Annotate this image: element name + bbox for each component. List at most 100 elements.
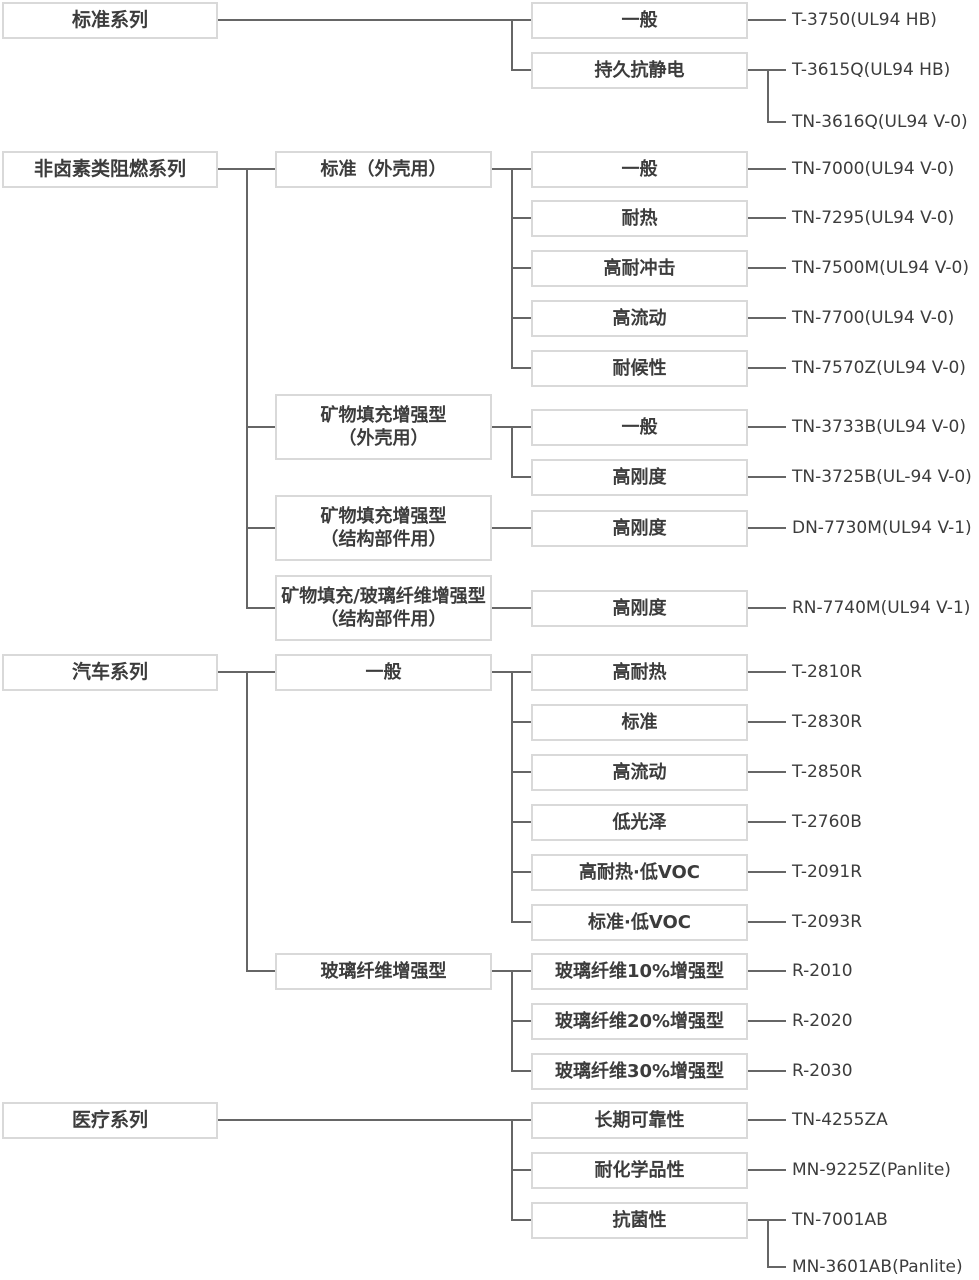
connector-line <box>246 426 275 428</box>
grade-box: 低光泽 <box>531 804 748 841</box>
connector-line <box>767 1266 786 1268</box>
grade-box: 高刚度 <box>531 510 748 547</box>
connector-line <box>748 671 786 673</box>
connector-line <box>246 168 248 609</box>
connector-line <box>511 1169 531 1171</box>
connector-line <box>748 168 786 170</box>
grade-box: 一般 <box>531 151 748 188</box>
product-label: TN-7570Z(UL94 V-0) <box>792 358 966 378</box>
connector-line <box>748 607 786 609</box>
product-label: TN-3616Q(UL94 V-0) <box>792 112 968 132</box>
connector-line <box>748 771 786 773</box>
connector-line <box>748 527 786 529</box>
series-box-medical-series: 医疗系列 <box>2 1102 218 1139</box>
series-box-automotive-series: 汽车系列 <box>2 654 218 691</box>
connector-line <box>748 267 786 269</box>
connector-line <box>218 1119 531 1121</box>
connector-line <box>511 19 513 71</box>
connector-line <box>511 69 531 71</box>
product-label: T-2850R <box>792 762 863 782</box>
connector-line <box>748 217 786 219</box>
product-label: T-2760B <box>792 812 862 832</box>
connector-line <box>748 1169 786 1171</box>
grade-box: 玻璃纤维20%增强型 <box>531 1003 748 1040</box>
product-label: T-2093R <box>792 912 863 932</box>
product-label: TN-3725B(UL-94 V-0) <box>792 467 972 487</box>
connector-line <box>767 1219 769 1268</box>
grade-box: 长期可靠性 <box>531 1102 748 1139</box>
product-label: TN-7700(UL94 V-0) <box>792 308 955 328</box>
connector-line <box>511 921 531 923</box>
grade-box: 高耐热 <box>531 654 748 691</box>
connector-line <box>748 367 786 369</box>
connector-line <box>511 426 513 478</box>
category-box: 标准（外壳用） <box>275 151 492 188</box>
category-box: 一般 <box>275 654 492 691</box>
connector-line <box>511 721 531 723</box>
connector-line <box>511 317 531 319</box>
grade-box: 高耐热·低VOC <box>531 854 748 891</box>
grade-box: 耐热 <box>531 200 748 237</box>
product-label: R-2010 <box>792 961 853 981</box>
connector-line <box>511 821 531 823</box>
grade-box: 耐候性 <box>531 350 748 387</box>
grade-box: 高刚度 <box>531 459 748 496</box>
grade-box: 持久抗静电 <box>531 52 748 89</box>
connector-line <box>511 871 531 873</box>
product-label: TN-7001AB <box>792 1210 888 1230</box>
product-label: DN-7730M(UL94 V-1) <box>792 518 972 538</box>
product-label: T-3615Q(UL94 HB) <box>792 60 951 80</box>
product-label: T-2810R <box>792 662 863 682</box>
connector-line <box>492 607 531 609</box>
grade-box: 标准 <box>531 704 748 741</box>
grade-box: 高刚度 <box>531 590 748 627</box>
connector-line <box>246 607 275 609</box>
category-box: 矿物填充/玻璃纤维增强型 （结构部件用） <box>275 575 492 641</box>
grade-box: 高耐冲击 <box>531 250 748 287</box>
connector-line <box>246 970 275 972</box>
connector-line <box>767 69 769 123</box>
product-label: TN-7000(UL94 V-0) <box>792 159 955 179</box>
connector-line <box>748 19 786 21</box>
connector-line <box>218 19 531 21</box>
connector-line <box>748 970 786 972</box>
connector-line <box>511 671 513 923</box>
product-label: T-3750(UL94 HB) <box>792 10 937 30</box>
connector-line <box>511 771 531 773</box>
connector-line <box>246 527 275 529</box>
connector-line <box>748 317 786 319</box>
connector-line <box>511 476 531 478</box>
connector-line <box>511 1219 531 1221</box>
product-label: TN-3733B(UL94 V-0) <box>792 417 966 437</box>
grade-box: 耐化学品性 <box>531 1152 748 1189</box>
grade-box: 抗菌性 <box>531 1202 748 1239</box>
connector-line <box>748 426 786 428</box>
connector-line <box>511 1070 531 1072</box>
product-label: TN-4255ZA <box>792 1110 888 1130</box>
connector-line <box>748 721 786 723</box>
product-label: RN-7740M(UL94 V-1) <box>792 598 971 618</box>
product-label: R-2030 <box>792 1061 853 1081</box>
product-label: T-2091R <box>792 862 863 882</box>
connector-line <box>748 921 786 923</box>
category-box: 矿物填充增强型 （结构部件用） <box>275 495 492 561</box>
product-label: MN-3601AB(Panlite) <box>792 1257 963 1277</box>
connector-line <box>246 671 248 972</box>
category-box: 玻璃纤维增强型 <box>275 953 492 990</box>
grade-box: 高流动 <box>531 300 748 337</box>
product-label: R-2020 <box>792 1011 853 1031</box>
series-box-non-halogen-flame-retardant-series: 非卤素类阻燃系列 <box>2 151 218 188</box>
connector-line <box>492 527 531 529</box>
connector-line <box>511 367 531 369</box>
connector-line <box>511 267 531 269</box>
connector-line <box>748 476 786 478</box>
series-box-standard-series: 标准系列 <box>2 2 218 39</box>
connector-line <box>748 1020 786 1022</box>
grade-box: 玻璃纤维30%增强型 <box>531 1053 748 1090</box>
connector-line <box>748 1070 786 1072</box>
connector-line <box>511 1020 531 1022</box>
grade-box: 一般 <box>531 409 748 446</box>
category-box: 矿物填充增强型 （外壳用） <box>275 394 492 460</box>
grade-box: 玻璃纤维10%增强型 <box>531 953 748 990</box>
